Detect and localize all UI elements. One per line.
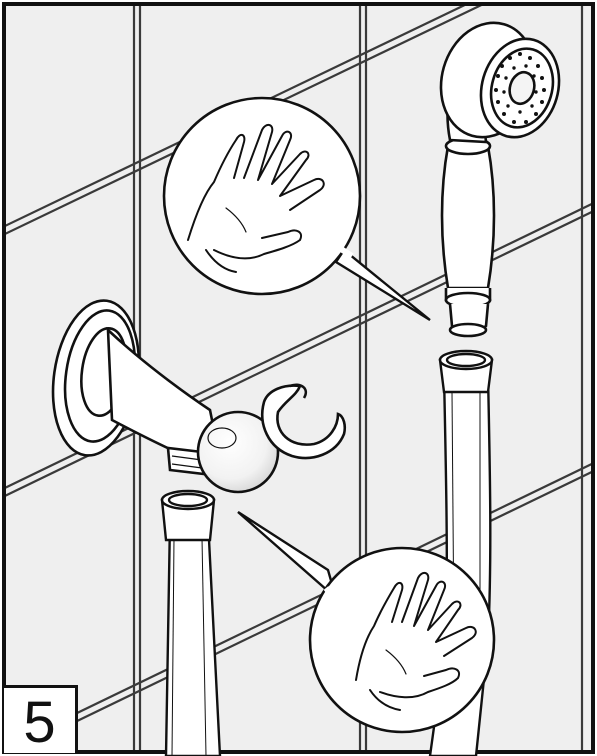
step-number-box: 5 <box>4 685 78 753</box>
step-number: 5 <box>23 694 55 752</box>
lower-hose-left <box>162 491 220 756</box>
